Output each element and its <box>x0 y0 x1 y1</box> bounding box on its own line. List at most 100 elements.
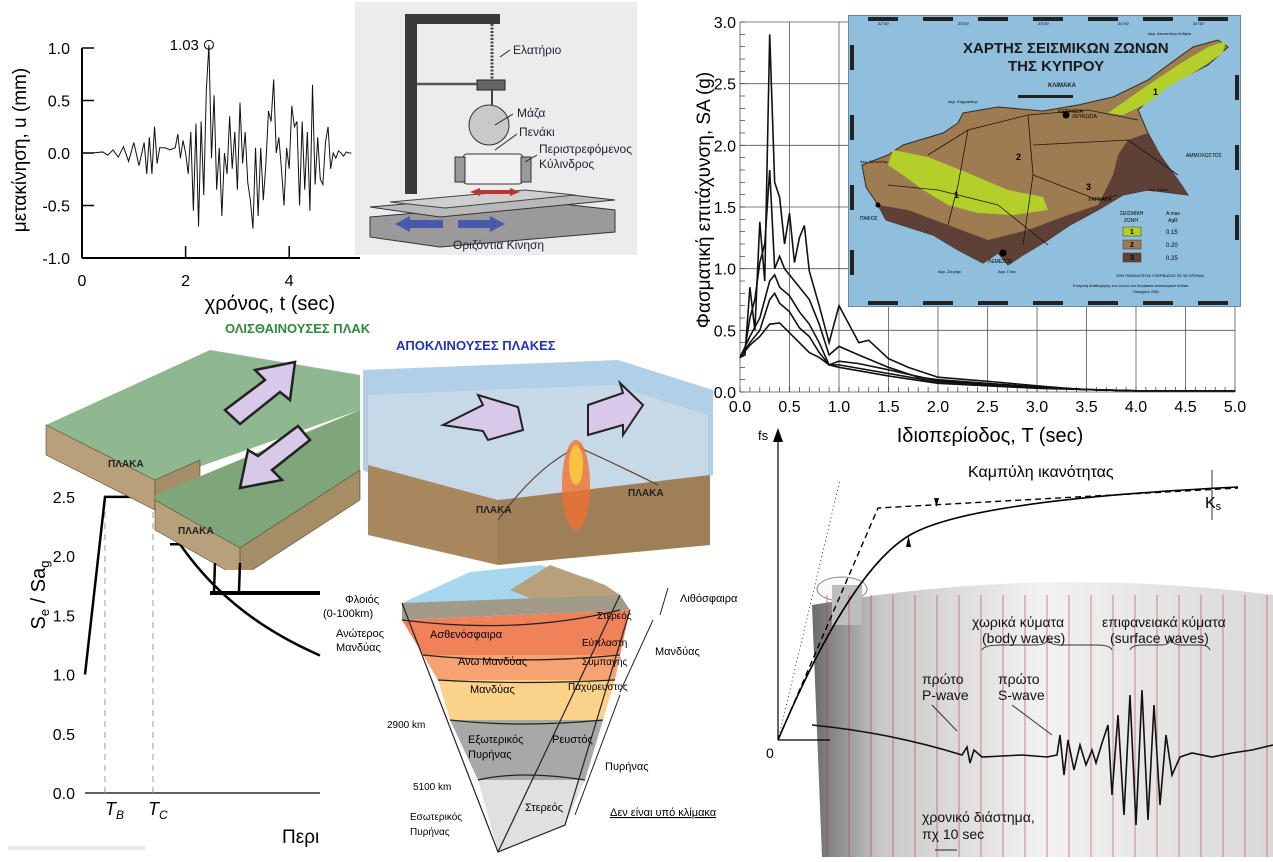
legend-header-zone: ΣΕΙΣΜΙΚΗ <box>1120 211 1144 217</box>
scroll-strip <box>8 846 145 850</box>
stand-post <box>405 14 417 194</box>
building-column-1 <box>212 562 217 592</box>
inner-core-label-1: Εσωτερικός <box>410 811 462 823</box>
y-tick-label: 0.0 <box>714 385 736 402</box>
zone-1-west-area <box>888 150 1048 215</box>
seismogram-trace <box>811 689 1273 826</box>
elastic-stiffness-line <box>777 479 841 741</box>
legend-header-amax: A max <box>1166 211 1180 217</box>
map-drawing: ΧΑΡΤΗΣ ΣΕΙΣΜΙΚΩΝ ΖΩΝΩΝ ΤΗΣ ΚΥΠΡΟΥ ΚΛΙΜΑΚ… <box>847 14 1242 308</box>
zone-label-1: 1 <box>954 190 959 200</box>
y-tick-label: 0.0 <box>48 146 70 163</box>
face-viscous: Παχύρευστος <box>568 681 628 693</box>
mass <box>468 104 510 146</box>
p-wave-pointer <box>931 704 958 732</box>
capacity-curve-chart: fs 0 Καμπύλη ικανότητας Ks <box>758 428 1239 760</box>
upper-mantle-left-1: Ανώτερος <box>336 628 384 640</box>
cape-zevgari: Ακρ. Ζευγάρι <box>938 269 961 274</box>
y-tick-label: 2.0 <box>714 138 736 155</box>
surface-waves-brace <box>1129 636 1211 651</box>
cape-kormakitis: Ακρ. Κορμακίτης <box>948 99 978 104</box>
earth-layers-diagram: Φλοιός (0-100km) Ανώτερος Μανδύας Ασθενό… <box>320 560 760 857</box>
divergent-plate-label-1: ΠΛΑΚΑ <box>476 505 512 516</box>
x-tick-label: 1.5 <box>877 399 899 416</box>
drum-left-arrow <box>470 188 495 196</box>
design-decay-curve <box>170 542 321 657</box>
zone-label-3: 3 <box>1086 182 1091 192</box>
y-tick-label: 1.0 <box>48 41 70 58</box>
capacity-curve <box>777 486 1239 741</box>
capacity-y-arrow-icon <box>773 428 783 442</box>
displacement-chart: 1.00.50.0-0.5-1.002468101.03 μετακίνηση,… <box>10 37 360 315</box>
lon-label-5: 34°30' <box>1193 21 1204 26</box>
y-tick-label: 0.5 <box>714 323 736 340</box>
y-tick-label: 2.0 <box>53 549 75 566</box>
y-tick-label: 1.5 <box>53 608 75 625</box>
seismograph-illustration: Ελατήριο Μάζα Πενάκι Περιστρεφόμενος Κύλ… <box>355 2 637 255</box>
x-tick-label: 4.5 <box>1174 399 1196 416</box>
p-wave-label-2: P-wave <box>922 687 969 703</box>
s-wave-pointer <box>1011 704 1053 736</box>
motion-label: Οριζόντια Κίνηση <box>453 238 544 252</box>
drum-grid-lines <box>826 595 1268 857</box>
drum-label-1: Περιστρεφόμενος <box>539 142 632 156</box>
lon-label-3: 33°30' <box>1038 21 1049 26</box>
y-tick-label: 1.0 <box>53 668 75 685</box>
x-tick-label: 4.0 <box>1125 399 1147 416</box>
capacity-title: Καμπύλη ικανότητας <box>968 464 1114 481</box>
drum-right-arrow <box>495 188 520 196</box>
face-plastic: Εύπλαστη <box>582 637 627 649</box>
building-column-2 <box>237 562 242 592</box>
p-wave-label-1: πρώτο <box>922 671 964 687</box>
design-x-label: Περι <box>282 827 319 848</box>
city-larnaca: ΛΑΡΝΑΚΑ <box>1088 197 1112 203</box>
legend-value-1: 0.15 <box>1166 230 1178 236</box>
spectrum-series-record-5 <box>739 322 1235 392</box>
left-motion-arrow <box>395 216 443 232</box>
legend-header-zone-2: ΖΩΝΗ <box>1124 218 1138 224</box>
scale-label: ΚΛΙΜΑΚΑ <box>1048 83 1077 89</box>
drum-surface <box>812 582 1273 857</box>
s-wave-label-1: πρώτο <box>998 671 1040 687</box>
map-title-1: ΧΑΡΤΗΣ ΣΕΙΣΜΙΚΩΝ ΖΩΝΩΝ <box>963 40 1169 57</box>
city-famagusta: ΑΜΜΟΧΩΣΤΟΣ <box>1186 153 1222 159</box>
city-paphos: ΠΑΦΟΣ <box>860 216 878 222</box>
idealized-curve <box>777 487 1239 741</box>
transform-title: ΟΛΙΣΘΑΙΝΟΥΣΕΣ ΠΛΑΚΕΣ <box>225 321 370 336</box>
lon-label-4: 34°00' <box>1118 21 1129 26</box>
peak-marker <box>203 39 214 50</box>
y-label-sub-e: e <box>37 609 52 616</box>
cyprus-seismic-map: ΧΑΡΤΗΣ ΣΕΙΣΜΙΚΩΝ ΖΩΝΩΝ ΤΗΣ ΚΥΠΡΟΥ ΚΛΙΜΑΚ… <box>847 14 1242 308</box>
crust-layer <box>402 595 630 620</box>
stand-arm <box>405 14 500 24</box>
city-limassol: ΛΕΜΕΣΟΣ <box>988 259 1012 265</box>
mantle-label: Μανδύας <box>470 684 515 696</box>
zone-1-karpas-area <box>1108 41 1226 115</box>
legend-swatch-3 <box>1122 252 1142 263</box>
inner-core-layer <box>478 780 585 852</box>
x-tick-label: 2.0 <box>927 399 949 416</box>
surface-waves-label-1: επιφανειακά κύματα <box>1102 614 1226 630</box>
zone-label-karpas: 1 <box>1153 87 1158 97</box>
spectra-y-label: Φασματική επιτάχυνση, SA (g) <box>694 72 715 328</box>
displacement-y-label: μετακίνηση, u (mm) <box>10 68 31 232</box>
crust-label-2: (0-100km) <box>323 608 373 620</box>
drum-label-2: Κύλινδρος <box>539 157 594 171</box>
marker-down-icon <box>934 498 939 507</box>
x-tick-label: 3.5 <box>1075 399 1097 416</box>
divergent-front-face <box>368 465 498 565</box>
scale-bar <box>1018 95 1073 98</box>
bracket-mantle: Μανδύας <box>655 646 700 658</box>
not-to-scale-note: Δεν είναι υπό κλίμακα <box>610 807 717 819</box>
legend-swatch-2 <box>1122 239 1142 250</box>
body-waves-brace <box>981 636 1113 651</box>
upper-mantle-layer <box>423 655 620 680</box>
y-tick-label: -0.5 <box>42 199 70 216</box>
outer-core-label-2: Πυρήνας <box>468 749 512 761</box>
y-label-s: S <box>28 616 50 629</box>
surface-waves-label-2: (surface waves) <box>1110 630 1209 646</box>
legend-zone-2: 2 <box>1130 242 1134 249</box>
map-credit-date: Οκτώβριος 2004 <box>1133 290 1159 294</box>
interval-label-2: πχ 10 sec <box>922 826 984 842</box>
depth-5100: 5100 km <box>413 782 451 793</box>
